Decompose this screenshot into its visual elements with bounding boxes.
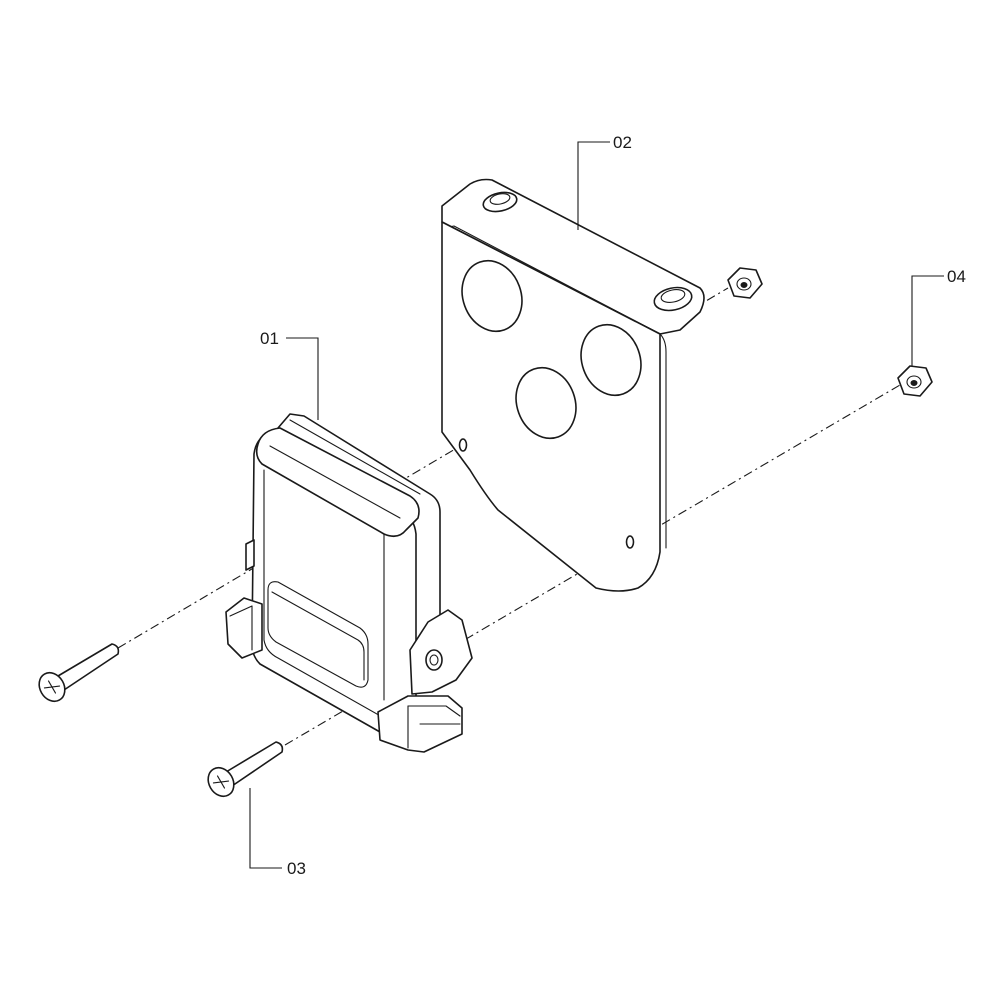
callout-04: 04 — [947, 267, 966, 286]
hex-nut-upper — [727, 267, 763, 299]
leader-03 — [249, 788, 282, 869]
module-foot-left — [225, 597, 263, 659]
mounting-bracket — [441, 178, 705, 592]
leader-01 — [286, 337, 319, 420]
screw-upper — [38, 643, 120, 703]
plate-hole-middle — [515, 366, 577, 440]
screw-lower — [207, 741, 284, 798]
leader-02 — [577, 141, 610, 230]
bracket-plate-edge — [659, 333, 667, 549]
callout-01: 01 — [260, 329, 279, 348]
bracket-top-flange — [441, 178, 705, 335]
plate-hole-right — [580, 323, 642, 397]
module-top — [255, 427, 420, 538]
plate-screw-hole-lower — [625, 535, 635, 549]
hex-nut-lower — [897, 365, 933, 397]
module-label-recess — [267, 581, 369, 688]
plate-hole-top — [461, 259, 523, 333]
control-module — [225, 413, 473, 753]
module-ear-right — [409, 609, 473, 695]
callout-03: 03 — [287, 859, 306, 878]
callout-02: 02 — [613, 133, 632, 152]
module-ear-hole — [425, 649, 443, 671]
plate-screw-hole-upper — [458, 438, 468, 452]
leader-lines — [249, 141, 944, 869]
leader-04 — [911, 275, 944, 366]
module-side-tab — [245, 539, 255, 571]
